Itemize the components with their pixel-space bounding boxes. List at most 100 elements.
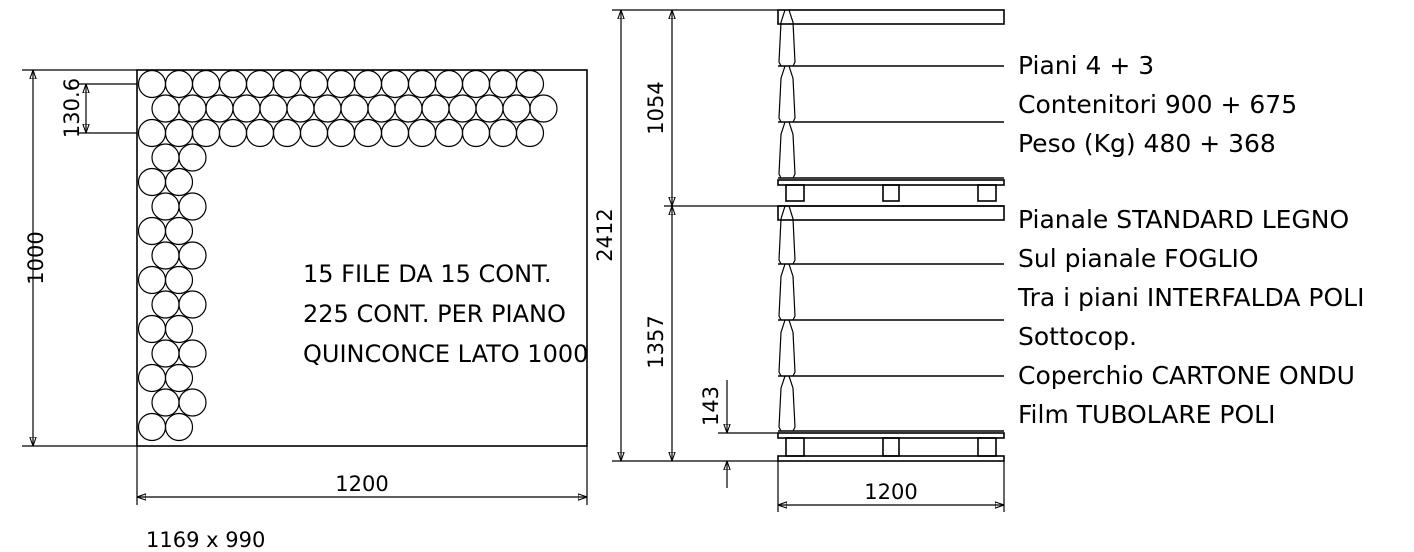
- container-circle: [137, 167, 167, 197]
- container-circle: [488, 69, 518, 99]
- container-circle: [178, 388, 207, 417]
- container-circle: [164, 265, 194, 295]
- note-rows: 15 FILE DA 15 CONT.: [303, 260, 552, 288]
- container-circle: [340, 94, 369, 123]
- container-circle: [151, 94, 180, 123]
- lower-cover-board: [777, 205, 1005, 221]
- side-view: 1200 2412 1054 1357 143: [593, 9, 1005, 512]
- container-circle: [137, 363, 167, 393]
- container-circle: [434, 69, 464, 99]
- top-cover-board: [777, 9, 1005, 25]
- container-circle: [151, 192, 180, 221]
- container-circle: [164, 412, 194, 442]
- bottom-pallet-base: [777, 455, 1005, 462]
- container-circle: [421, 94, 450, 123]
- container-circle: [380, 118, 410, 148]
- container-circle: [272, 69, 302, 99]
- side-width-dim: 1200: [864, 480, 917, 504]
- container-circle: [137, 118, 167, 148]
- container-circle: [461, 69, 491, 99]
- container-circle: [461, 118, 491, 148]
- container-circle: [191, 118, 221, 148]
- upper-pallet-block: [882, 184, 900, 202]
- container-circle: [151, 388, 180, 417]
- lower-height-dim: 1357: [644, 315, 668, 368]
- top-width-dim: 1200: [335, 472, 388, 496]
- container-circle: [137, 412, 167, 442]
- container-circle: [137, 216, 167, 246]
- container-profile: [778, 205, 796, 265]
- container-circle: [299, 118, 329, 148]
- container-circle: [502, 94, 531, 123]
- container-circle: [205, 94, 234, 123]
- container-circle: [326, 69, 356, 99]
- footprint-label: 1169 x 990: [146, 528, 265, 552]
- container-circle: [353, 69, 383, 99]
- container-circle: [164, 69, 194, 99]
- container-circle: [151, 143, 180, 172]
- upper-pallet-block: [785, 184, 805, 202]
- bottom-pallet-block: [882, 437, 900, 457]
- container-circle: [245, 118, 275, 148]
- container-circle: [434, 118, 464, 148]
- container-circle: [326, 118, 356, 148]
- container-circle: [164, 363, 194, 393]
- pallet-height-dim: 143: [699, 386, 723, 426]
- spec-film: Film TUBOLARE POLI: [1018, 400, 1275, 429]
- container-circle: [407, 69, 437, 99]
- container-profile: [778, 65, 796, 123]
- spec-weight: Peso (Kg) 480 + 368: [1018, 129, 1276, 158]
- container-circle: [286, 94, 315, 123]
- spec-pallet: Pianale STANDARD LEGNO: [1018, 205, 1349, 234]
- container-circle: [137, 265, 167, 295]
- container-circle: [232, 94, 261, 123]
- container-circle: [178, 290, 207, 319]
- spec-between-layers: Tra i piani INTERFALDA POLI: [1017, 283, 1364, 312]
- container-circle: [178, 241, 207, 270]
- container-circle: [178, 94, 207, 123]
- container-circle: [394, 94, 423, 123]
- spec-layers: Piani 4 + 3: [1018, 51, 1154, 80]
- pallet-outline: [136, 69, 588, 447]
- spec-on-pallet: Sul pianale FOGLIO: [1018, 244, 1259, 273]
- container-circle: [164, 167, 194, 197]
- container-circle: [245, 69, 275, 99]
- container-profile: [778, 9, 796, 67]
- bottom-pallet-block: [977, 437, 997, 457]
- container-circle: [529, 94, 558, 123]
- note-pattern: QUINCONCE LATO 1000: [303, 340, 588, 368]
- container-circle: [191, 69, 221, 99]
- container-circle: [151, 290, 180, 319]
- container-circle: [488, 118, 518, 148]
- container-circle: [515, 118, 545, 148]
- container-circle: [137, 314, 167, 344]
- container-circle: [151, 339, 180, 368]
- container-profile: [778, 375, 796, 432]
- container-circle: [164, 118, 194, 148]
- container-circle: [407, 118, 437, 148]
- upper-pallet-block: [977, 184, 997, 202]
- container-circle: [353, 118, 383, 148]
- top-height-dim: 1000: [24, 231, 48, 284]
- container-circle: [367, 94, 396, 123]
- container-circle: [313, 94, 342, 123]
- container-circle: [515, 69, 545, 99]
- spec-containers: Contenitori 900 + 675: [1018, 90, 1297, 119]
- spec-under-cover: Sottocop.: [1018, 322, 1137, 351]
- top-view: 1200 1000 130.6 15 FILE DA 15 CONT. 225 …: [22, 69, 588, 552]
- container-circle: [259, 94, 288, 123]
- container-circle: [448, 94, 477, 123]
- total-height-dim: 2412: [593, 208, 617, 261]
- container-circle: [272, 118, 302, 148]
- container-circle: [164, 314, 194, 344]
- container-circle: [218, 69, 248, 99]
- container-circle: [475, 94, 504, 123]
- note-per-layer: 225 CONT. PER PIANO: [303, 300, 566, 328]
- container-circle: [137, 69, 167, 99]
- bottom-pallet-block: [785, 437, 805, 457]
- container-circle: [380, 69, 410, 99]
- container-profiles: [778, 9, 796, 432]
- container-profile: [778, 263, 796, 321]
- container-circle: [164, 216, 194, 246]
